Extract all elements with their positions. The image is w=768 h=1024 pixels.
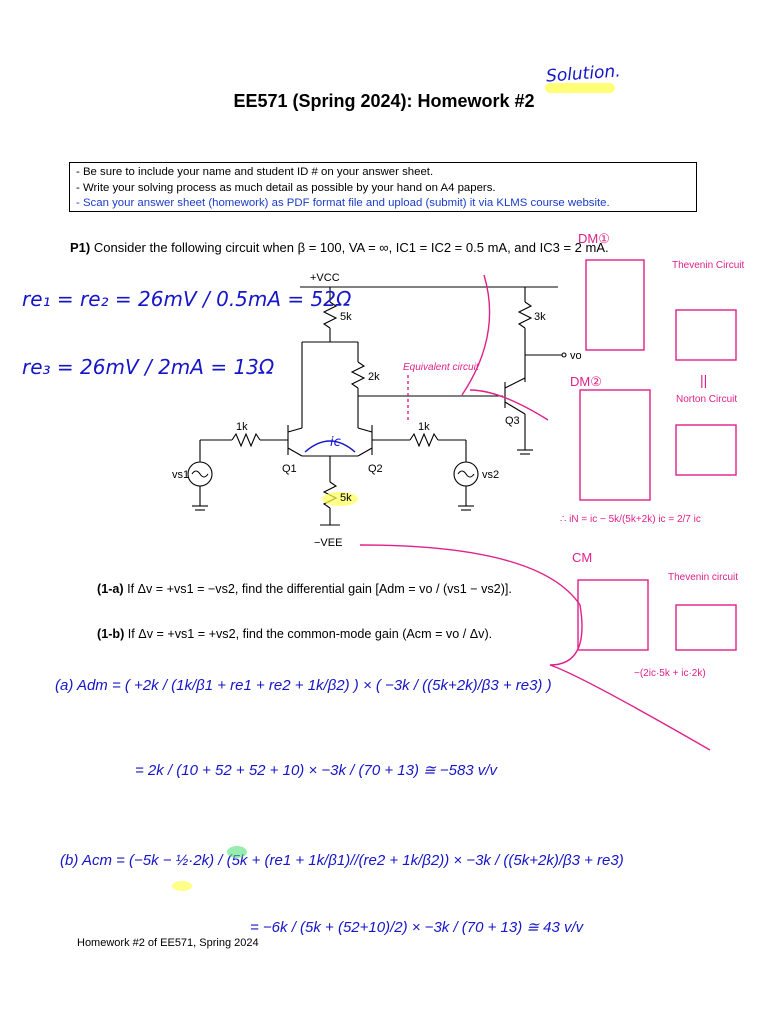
label-vs1: vs1 [172,469,189,481]
instruction-box: - Be sure to include your name and stude… [69,162,697,212]
hw-dm1: DM① [578,231,610,246]
circuit-schematic [187,286,567,526]
label-r1k-left: 1k [236,421,248,433]
problem-text: Consider the following circuit when β = … [93,240,609,255]
question-1b-label: (1-b) [97,627,125,641]
hw-parallel: || [700,372,707,388]
hw-norton-note: ∴ iN = ic − 5k/(5k+2k) ic = 2/7 ic [560,514,701,525]
hw-equivalent: Equivalent circuit [403,362,480,373]
hw-thevenin: Thevenin Circuit [672,260,744,271]
page-title: EE571 (Spring 2024): Homework #2 [233,91,535,111]
question-1a: (1-a) If Δv = +vs1 = −vs2, find the diff… [97,582,512,596]
problem-label: P1) [70,240,91,255]
label-r2k: 2k [368,371,380,383]
highlight-5k [322,492,358,506]
label-r5k-bottom: 5k [340,492,352,504]
hw-thevenin2: Thevenin circuit [668,572,738,583]
question-1b: (1-b) If Δv = +vs1 = +vs2, find the comm… [97,627,492,641]
hw-a-line1: (a) Adm = ( +2k / (1k/β1 + re1 + re2 + 1… [55,677,552,694]
problem-statement: P1) Consider the following circuit when … [70,240,609,255]
hw-b-line2: = −6k / (5k + (52+10)/2) × −3k / (70 + 1… [250,919,585,936]
instruction-line-3: - Scan your answer sheet (homework) as P… [76,197,610,209]
label-vee: −VEE [314,537,342,549]
hw-re3: re₃ = 26mV / 2mA = 13Ω [22,355,275,379]
instruction-line-1: - Be sure to include your name and stude… [76,166,434,178]
label-r3k: 3k [534,311,546,323]
hw-dm2: DM② [570,374,602,389]
label-q2: Q2 [368,463,383,475]
label-r1k-right: 1k [418,421,430,433]
label-q3: Q3 [505,415,520,427]
highlight-5k-b [227,846,247,858]
question-1a-label: (1-a) [97,582,124,596]
pink-annotations [359,259,737,751]
hw-a-line2: = 2k / (10 + 52 + 52 + 10) × −3k / (70 +… [135,762,498,779]
hw-ic-arrow: ic [330,435,341,450]
label-q1: Q1 [282,463,297,475]
highlight-5k-c [172,881,192,891]
question-1b-text: If Δv = +vs1 = +vs2, find the common-mod… [127,627,493,641]
footer: Homework #2 of EE571, Spring 2024 [77,937,259,949]
label-vo: vo [570,350,582,362]
instruction-line-2: - Write your solving process as much det… [76,181,496,194]
label-r5k-top: 5k [340,311,352,323]
hw-cm-source: −(2ic·5k + ic·2k) [634,668,706,679]
solution-highlight [545,83,615,93]
hw-b-line1: (b) Acm = (−5k − ½·2k) / (5k + (re1 + 1k… [60,852,624,869]
hw-cm: CM [572,550,592,565]
hw-norton: Norton Circuit [676,394,737,405]
ic-arrow-icon [304,440,356,453]
question-1a-text: If Δv = +vs1 = −vs2, find the differenti… [127,582,512,596]
hw-re12: re₁ = re₂ = 26mV / 0.5mA = 52Ω [22,287,352,311]
label-vcc: +VCC [310,272,340,284]
label-vs2: vs2 [482,469,499,481]
